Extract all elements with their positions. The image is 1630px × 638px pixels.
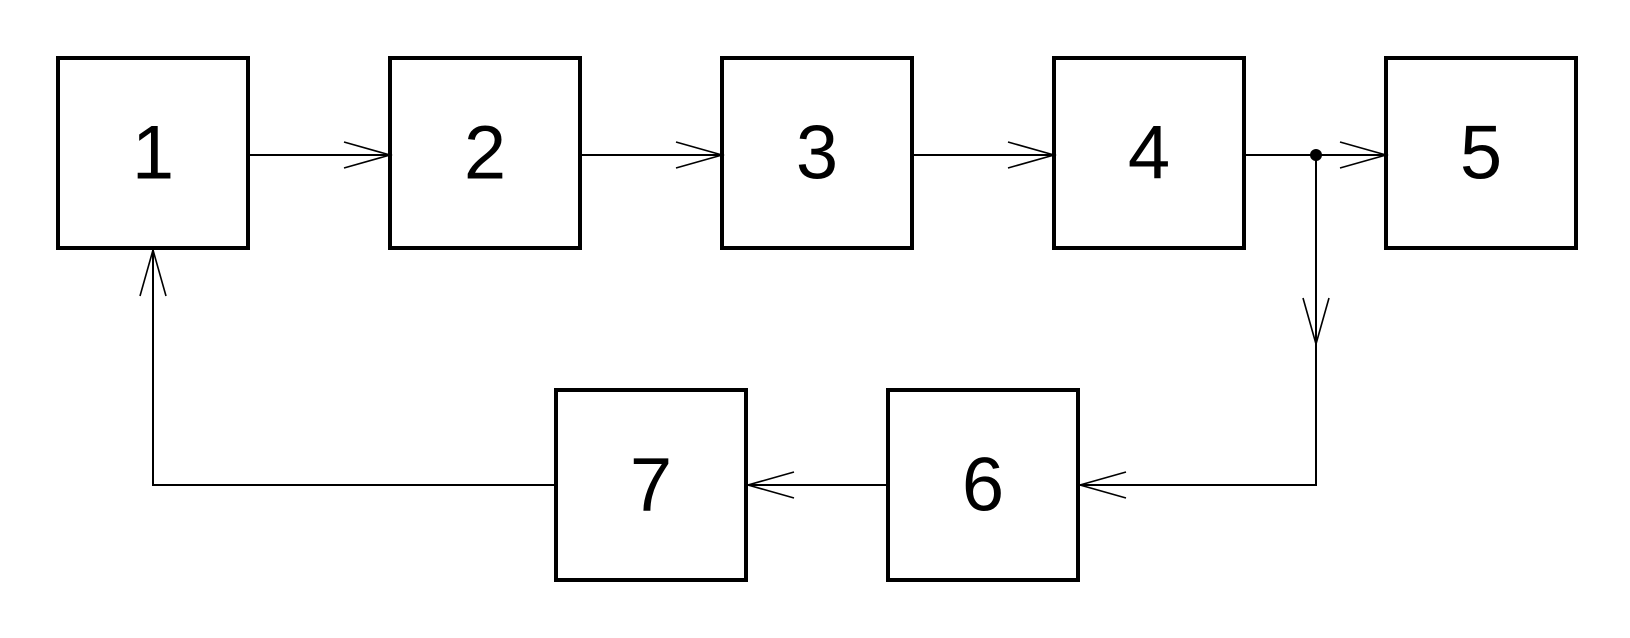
block-5[interactable]: 5 xyxy=(1384,56,1578,250)
connector-2-to-3 xyxy=(582,141,725,169)
block-5-label: 5 xyxy=(1460,111,1502,196)
arrowhead-left-icon xyxy=(1077,471,1127,499)
block-1[interactable]: 1 xyxy=(56,56,250,250)
block-6-label: 6 xyxy=(962,443,1004,528)
arrowhead-right-icon xyxy=(343,141,393,169)
block-1-label: 1 xyxy=(132,111,174,196)
block-3-label: 3 xyxy=(796,111,838,196)
block-3[interactable]: 3 xyxy=(720,56,914,250)
block-4-label: 4 xyxy=(1128,111,1170,196)
block-2-label: 2 xyxy=(464,111,506,196)
block-7-label: 7 xyxy=(630,443,672,528)
connector-4-to-6 xyxy=(1077,155,1330,499)
block-2[interactable]: 2 xyxy=(388,56,582,250)
arrowhead-right-icon xyxy=(1007,141,1057,169)
connector-6-to-7 xyxy=(745,471,888,499)
arrowhead-up-icon xyxy=(139,247,167,297)
connector-3-to-4 xyxy=(914,141,1057,169)
arrowhead-right-icon xyxy=(675,141,725,169)
arrowhead-right-icon xyxy=(1339,141,1389,169)
arrowhead-left-icon xyxy=(745,471,795,499)
arrowhead-down-icon xyxy=(1302,297,1330,347)
block-6[interactable]: 6 xyxy=(886,388,1080,582)
block-4[interactable]: 4 xyxy=(1052,56,1246,250)
block-7[interactable]: 7 xyxy=(554,388,748,582)
connector-1-to-2 xyxy=(250,141,393,169)
connector-7-to-1 xyxy=(139,247,556,486)
